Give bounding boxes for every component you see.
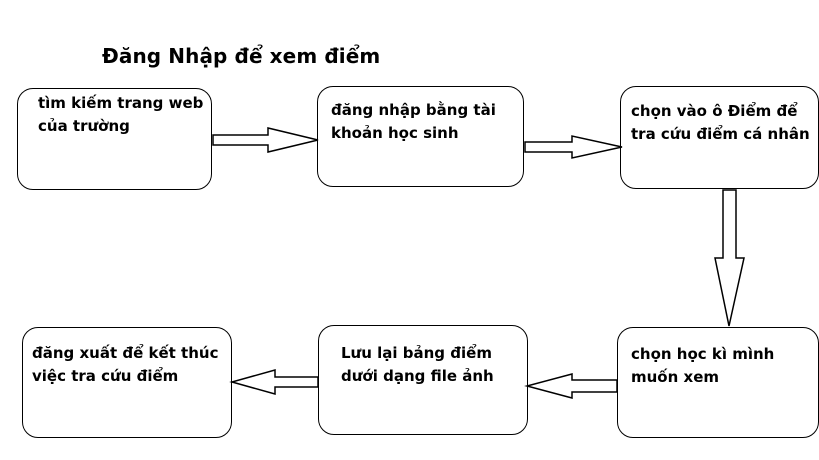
arrow-right-2	[524, 135, 623, 159]
arrow-down	[714, 189, 745, 327]
step-text-1: tìm kiếm trang web của trường	[38, 94, 204, 135]
step-text-6: đăng xuất để kết thúc việc tra cứu điểm	[32, 344, 219, 385]
diagram-title: Đăng Nhập để xem điểm	[102, 44, 381, 68]
arrow-right-1	[212, 127, 319, 153]
step-box-5	[318, 325, 528, 435]
step-text-2: đăng nhập bằng tài khoản học sinh	[331, 101, 496, 142]
step-box-4	[617, 327, 819, 438]
step-box-3	[620, 86, 819, 189]
step-box-6	[22, 327, 232, 438]
step-text-3: chọn vào ô Điểm để tra cứu điểm cá nhân	[631, 102, 810, 143]
arrow-left-1	[524, 373, 618, 399]
step-box-1	[17, 88, 212, 190]
step-text-4: chọn học kì mình muốn xem	[631, 345, 775, 386]
step-box-2	[317, 86, 524, 187]
arrow-left-2	[229, 369, 319, 395]
step-text-5: Lưu lại bảng điểm dưới dạng file ảnh	[341, 344, 494, 385]
